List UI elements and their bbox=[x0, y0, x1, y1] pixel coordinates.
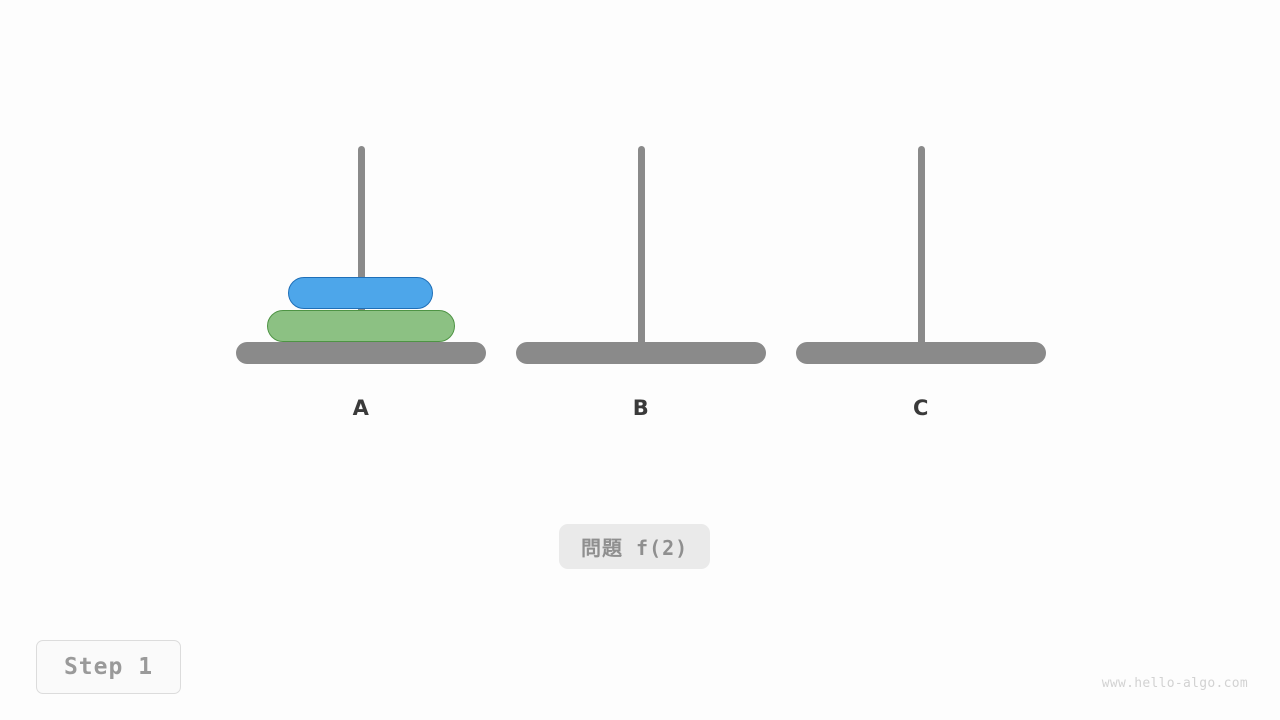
tower-b-label: B bbox=[632, 396, 650, 420]
tower-c-label: C bbox=[913, 396, 929, 420]
tower-a-peg bbox=[357, 146, 365, 346]
problem-pill: 問題 f(2) bbox=[559, 524, 711, 569]
tower-a-label: A bbox=[352, 396, 370, 420]
tower-b-base bbox=[516, 342, 766, 364]
watermark: www.hello-algo.com bbox=[1101, 676, 1248, 691]
step-badge: Step 1 bbox=[36, 640, 181, 694]
tower-b: B bbox=[516, 0, 766, 440]
disc-a-size-2 bbox=[267, 310, 455, 342]
disc-a-size-1 bbox=[288, 277, 433, 309]
tower-b-peg bbox=[637, 146, 645, 346]
tower-a-base bbox=[236, 342, 486, 364]
tower-c-peg bbox=[917, 146, 925, 346]
tower-c-base bbox=[796, 342, 1046, 364]
tower-a: A bbox=[236, 0, 486, 440]
tower-c: C bbox=[796, 0, 1046, 440]
